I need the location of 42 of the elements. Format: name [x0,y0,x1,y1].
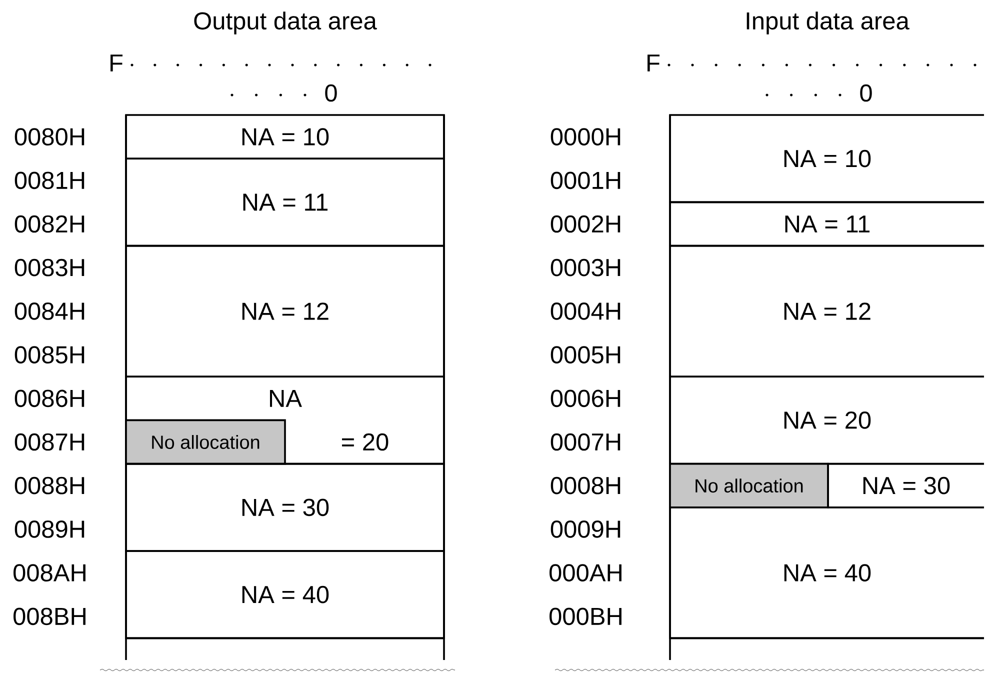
memory-block: NA = 10 [669,114,984,204]
allocation-cell: No allocation [125,419,286,465]
address-label: 0003H [550,258,620,276]
memory-block: NA = 20 [669,376,984,465]
bit-label: 0 [325,84,337,102]
bit-label: F [110,54,122,72]
address-label: 000AH [550,564,622,582]
address-label: 0088H [14,476,84,494]
address-label: 0009H [550,520,620,538]
address-label: 0008H [550,476,620,494]
address-label: 0001H [550,172,620,190]
address-label: 008AH [14,564,86,582]
memory-block: NA = 10 [125,114,445,160]
bit-label: F [648,54,660,72]
memory-block: NA = 40 [125,550,445,640]
address-label: 0004H [550,302,620,320]
address-label: 0005H [550,346,620,364]
address-label: 0080H [14,128,84,146]
memory-block: NA = 11 [669,201,984,247]
allocation-cell: No allocation [669,462,829,508]
address-label: 0085H [14,346,84,364]
address-label: 0087H [14,433,84,451]
memory-block: NA = 12 [669,244,984,378]
address-label: 000BH [550,608,622,626]
address-label: 0002H [550,215,620,233]
address-label: 0089H [14,520,84,538]
address-label: 008BH [14,608,86,626]
address-label: 0007H [550,433,620,451]
address-label: 0000H [550,128,620,146]
memory-block: NA = 30 [125,462,445,552]
area-title: Input data area [746,12,910,34]
address-label: 0084H [14,302,84,320]
memory-block: NA = 30 [827,462,984,508]
address-label: 0086H [14,390,84,408]
area-title: Output data area [194,12,377,34]
memory-block: NA = 12 [125,244,445,378]
address-label: 0006H [550,390,620,408]
address-label: 0081H [14,172,84,190]
memory-block: NA = 40 [669,506,984,640]
memory-block: NA = 11 [125,158,445,247]
address-label: 0082H [14,215,84,233]
address-label: 0083H [14,258,84,276]
